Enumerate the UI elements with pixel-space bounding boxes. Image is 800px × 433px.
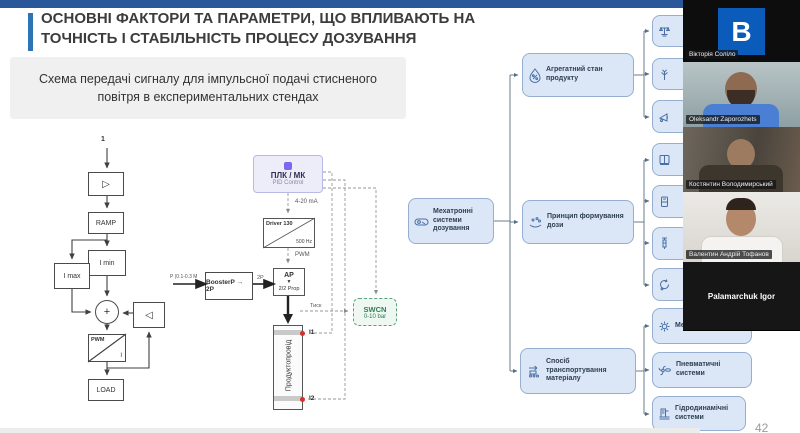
participant-tile[interactable]: B Вікторія Соліло [683,0,800,63]
pwm-signal-label: PWM [295,252,310,258]
swcn-range: 0-10 bar [363,313,387,320]
ap-subtitle: 2/2 Prop [278,285,300,292]
title-accent-bar [28,13,33,51]
leaf-node-pneumatic: Пневматичні системи [652,352,752,388]
page-number: 42 [755,421,769,433]
driver-block: Driver 130 500 Hz [263,218,315,248]
dosing-machine-icon [414,218,429,225]
leaf-label: Пневматичні системи [676,361,721,377]
avatar: B [718,8,765,55]
sum-junction: + [95,300,119,324]
pwm-block-i-label: I [120,353,122,359]
pwm-block-label: PWM [91,337,105,343]
branch-dose-principle: Принцип формування дози [522,200,634,244]
sensor-dot-i2 [300,397,305,402]
participant-name: Вікторія Соліло [686,50,739,59]
slide-subtitle-card: Схема передачі сигналу для імпульсної по… [10,57,406,119]
video-participants-sidebar: B Вікторія Соліло Oleksandr Zaporozhets … [683,0,800,331]
pipe-band-top [274,330,302,335]
subtitle-line-2: повітря в експериментальних стендах [97,90,319,104]
participant-beard [727,90,755,108]
page-title: ОСНОВНІ ФАКТОРИ ТА ПАРАМЕТРИ, ЩО ВПЛИВАЮ… [41,9,661,48]
plc-block: ПЛК / МК PID Control [253,155,323,193]
sensor-dot-i1 [300,331,305,336]
leaf-gear-icon [659,321,670,331]
leaf-flask-icon [661,196,668,207]
dose-forming-icon [529,217,542,228]
valve-symbol: ▼ [286,279,292,286]
leaf-book-icon [659,155,670,165]
chip-icon [284,162,292,170]
ap-valve-block: АР ▼ 2/2 Prop [273,268,305,296]
participant-face [727,139,755,169]
participant-tile[interactable]: Oleksandr Zaporozhets [683,62,800,128]
product-pipe-block: Продуктопровід [273,325,303,410]
sensor-i1-label: I1 [309,329,315,336]
branch-label: Агрегатний стан продукту [546,66,603,82]
leaf-megaphone-icon [658,113,668,123]
branch-transport-method: Спосіб транспортування матеріалу [520,348,636,394]
participant-name: Костянтин Володимирський [686,180,776,189]
branch-label: Спосіб транспортування матеріалу [546,357,607,383]
participant-tile[interactable]: Валентин Андрій Тофанов [683,192,800,263]
imax-block: I max [54,263,90,289]
avatar-letter: B [731,15,752,47]
sensor-i2-label: I2 [309,395,315,402]
pipe-band-bottom [274,396,302,401]
leaf-syringe-icon [662,237,667,249]
driver-title: Driver 130 [266,221,293,227]
leaf-pump-icon [659,408,670,419]
gain-block: ▷ [88,172,124,196]
booster-input-label: P (0.1-0.3 М [170,274,198,280]
leaf-label: Гідродинамічні системи [675,404,729,421]
title-line-1: ОСНОВНІ ФАКТОРИ ТА ПАРАМЕТРИ, ЩО ВПЛИВАЮ… [41,10,476,27]
ap-title: АР [284,272,294,280]
center-node-label: Мехатронні системи дозування [433,207,473,233]
ramp-block: RAMP [88,212,124,234]
pwm-block: PWM I [88,334,126,362]
plc-title: ПЛК / МК [270,171,306,180]
pipe-label: Продуктопровід [285,339,293,392]
current-signal-label: 4-20 mA [295,199,318,205]
participant-name: Oleksandr Zaporozhets [686,115,760,124]
pressure-label: Тиск [310,303,322,309]
booster-output-label: 2P [257,275,264,281]
plc-subtitle: PID Control [272,180,304,186]
imin-block: I min [88,250,126,276]
title-line-2: ТОЧНІСТЬ І СТАБІЛЬНІСТЬ ПРОЦЕСУ ДОЗУВАНН… [41,29,417,47]
booster-block: BoosterP → 2P [205,272,253,300]
swcn-title: SWCN [363,304,387,314]
leaf-node-hydrodynamic: Гідродинамічні системи [652,396,746,431]
swcn-sensor-block: SWCN 0-10 bar [353,298,397,326]
flow-input-label: 1 [101,136,105,143]
mindmap-center-node: Мехатронні системи дозування [408,198,494,244]
load-block: LOAD [88,379,124,401]
conveyor-icon [529,365,539,378]
participant-hair [726,198,756,210]
leaf-cycle-icon [660,279,670,291]
participant-tile[interactable]: Костянтин Володимирський [683,127,800,193]
participant-name: Валентин Андрій Тофанов [686,250,772,259]
driver-frequency: 500 Hz [296,239,312,245]
leaf-fan-icon [658,365,671,375]
participant-tile[interactable]: Palamarchuk Igor [683,262,800,331]
slide-bottom-edge [0,428,700,433]
subtitle-line-1: Схема передачі сигналу для імпульсної по… [39,71,377,86]
branch-label: Принцип формування дози [547,213,624,229]
slide-top-bar [0,0,800,8]
droplet-percent-icon [529,67,541,83]
participant-name: Palamarchuk Igor [707,291,776,301]
feedback-block: ◁ [133,302,165,328]
leaf-scale-icon [658,26,671,36]
branch-aggregate-state: Агрегатний стан продукту [522,53,634,97]
leaf-plant-icon [661,68,668,80]
